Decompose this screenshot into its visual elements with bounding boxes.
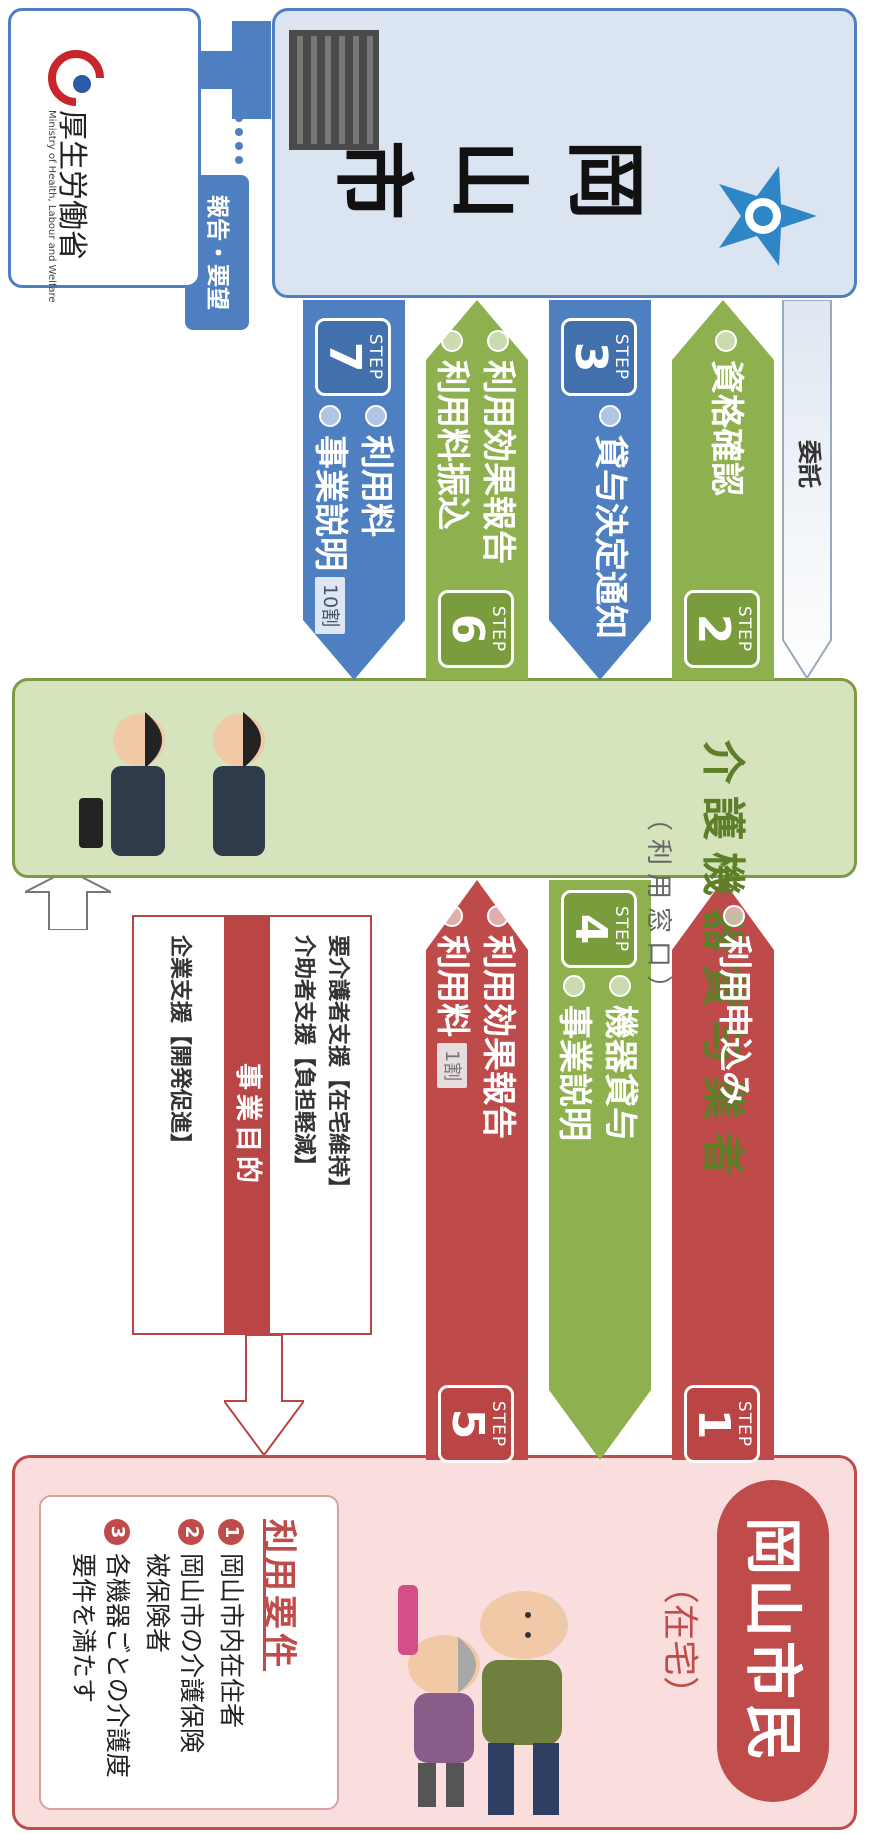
requirements-heading: 利用要件 [259, 1519, 299, 1671]
requirement-text: 要件を満たす [69, 1553, 98, 1704]
purpose-to-provider-arrow [25, 870, 111, 930]
ministry-english: Ministry of Health, Labour and Welfare [46, 110, 57, 303]
step2-arrow [672, 300, 774, 680]
bullet-icon [487, 330, 509, 352]
elderly-couple-illustration [398, 1585, 568, 1815]
bullet-icon [599, 405, 621, 427]
step-line: 利用料 [356, 435, 396, 537]
step-line: 利用申込み [714, 935, 754, 1105]
purpose-panel: 事業目的 要介護者支援【在宅維持】介助者支援【負担軽減】 企業支援【開発促進】 [132, 915, 372, 1335]
step-6-text: 利用効果報告利用料振込 [429, 330, 521, 564]
step-4-text: 機器貸与事業説明 [551, 975, 643, 1141]
report-dots [235, 114, 243, 164]
bullet-icon [487, 905, 509, 927]
requirement-number-badge: 3 [104, 1519, 130, 1545]
step-line: 利用料振込 [432, 360, 472, 530]
ministry-panel [8, 8, 201, 288]
step-number: 6 [442, 613, 493, 645]
step-7-text: 利用料事業説明 10割 [307, 405, 399, 635]
citizen-title: 岡山市民 [739, 1516, 807, 1765]
ministry-logo-icon [48, 50, 104, 106]
bullet-icon [609, 975, 631, 997]
step-number: 3 [565, 341, 616, 373]
citizen-subtitle: （在宅） [659, 1567, 700, 1712]
report-label: 報告・要望 [204, 195, 230, 310]
requirement-item: 3 各機器ごとの介護度要件を満たす [66, 1519, 134, 1790]
bullet-icon [365, 405, 387, 427]
purpose-item: 介助者支援【負担軽減】 [291, 935, 316, 1178]
fee-ratio-badge: 1割 [437, 1043, 467, 1089]
step-line: 貸与決定通知 [590, 435, 630, 639]
bullet-icon [563, 975, 585, 997]
purpose-item: 要介護者支援【在宅維持】 [325, 935, 350, 1200]
requirement-item: 1 岡山市内在住者 [214, 1519, 248, 1790]
requirement-text: 岡山市内在住者 [217, 1553, 246, 1729]
commission-label: 委託 [795, 440, 823, 488]
citizen-title-banner: 岡山市民 [717, 1480, 829, 1802]
bullet-icon [723, 905, 745, 927]
requirement-number-badge: 1 [218, 1519, 244, 1545]
city-hall-building-icon [289, 30, 379, 150]
requirement-text: 被保険者 [143, 1553, 172, 1654]
step-line: 利用効果報告 [478, 935, 518, 1139]
requirement-text: 岡山市の介護保険 [177, 1553, 206, 1754]
bullet-icon [441, 330, 463, 352]
purpose-item: 企業支援【開発促進】 [167, 935, 192, 1156]
step-line: 事業説明 [310, 435, 350, 571]
step-1-text: 利用申込み [711, 905, 757, 1105]
purpose-right-list: 企業支援【開発促進】 [162, 935, 196, 1325]
step-3-text: 貸与決定通知 [587, 405, 633, 639]
city-emblem-icon [719, 166, 817, 266]
step-number: 7 [319, 341, 370, 373]
purpose-left-list: 要介護者支援【在宅維持】介助者支援【負担軽減】 [286, 935, 354, 1325]
business-people-illustration [79, 712, 265, 856]
provider-subtitle: （利用窓口） [643, 805, 673, 1010]
step-line: 機器貸与 [600, 1005, 640, 1141]
step-line: 資格確認 [706, 360, 746, 496]
requirements-card: 利用要件 1 岡山市内在住者 2 岡山市の介護保険被保険者 3 各機器ごとの介護度要件を満… [39, 1495, 339, 1810]
bullet-icon [319, 405, 341, 427]
step-number: 5 [442, 1408, 493, 1440]
step4-arrow [549, 880, 651, 1460]
purpose-title-band: 事業目的 [226, 915, 268, 1335]
step-2-text: 資格確認 [703, 330, 749, 496]
city-name: 岡山市 [326, 140, 651, 224]
requirement-item: 2 岡山市の介護保険被保険者 [140, 1519, 208, 1790]
fee-ratio-badge: 10割 [315, 577, 345, 635]
requirement-text: 各機器ごとの介護度 [103, 1553, 132, 1778]
report-arrow [173, 21, 271, 119]
step5-arrow [426, 880, 528, 1460]
step-line: 事業説明 [554, 1005, 594, 1141]
requirements-list: 1 岡山市内在住者 2 岡山市の介護保険被保険者 3 各機器ごとの介護度要件を満たす [66, 1519, 248, 1790]
purpose-title: 事業目的 [232, 1063, 263, 1187]
step-line: 利用料 [432, 935, 472, 1037]
bullet-icon [715, 330, 737, 352]
step-number: 4 [565, 913, 616, 945]
step-line: 利用効果報告 [478, 360, 518, 564]
ministry-name: 厚生労働省 [54, 110, 89, 260]
purpose-to-requirements-arrow [224, 1335, 304, 1455]
requirement-number-badge: 2 [178, 1519, 204, 1545]
step-5-text: 利用効果報告利用料 1割 [429, 905, 521, 1139]
step-number: 2 [688, 613, 739, 645]
bullet-icon [441, 905, 463, 927]
step6-arrow [426, 300, 528, 680]
commission-arrow [782, 300, 832, 680]
step-number: 1 [688, 1408, 739, 1440]
step1-arrow [672, 880, 774, 1460]
